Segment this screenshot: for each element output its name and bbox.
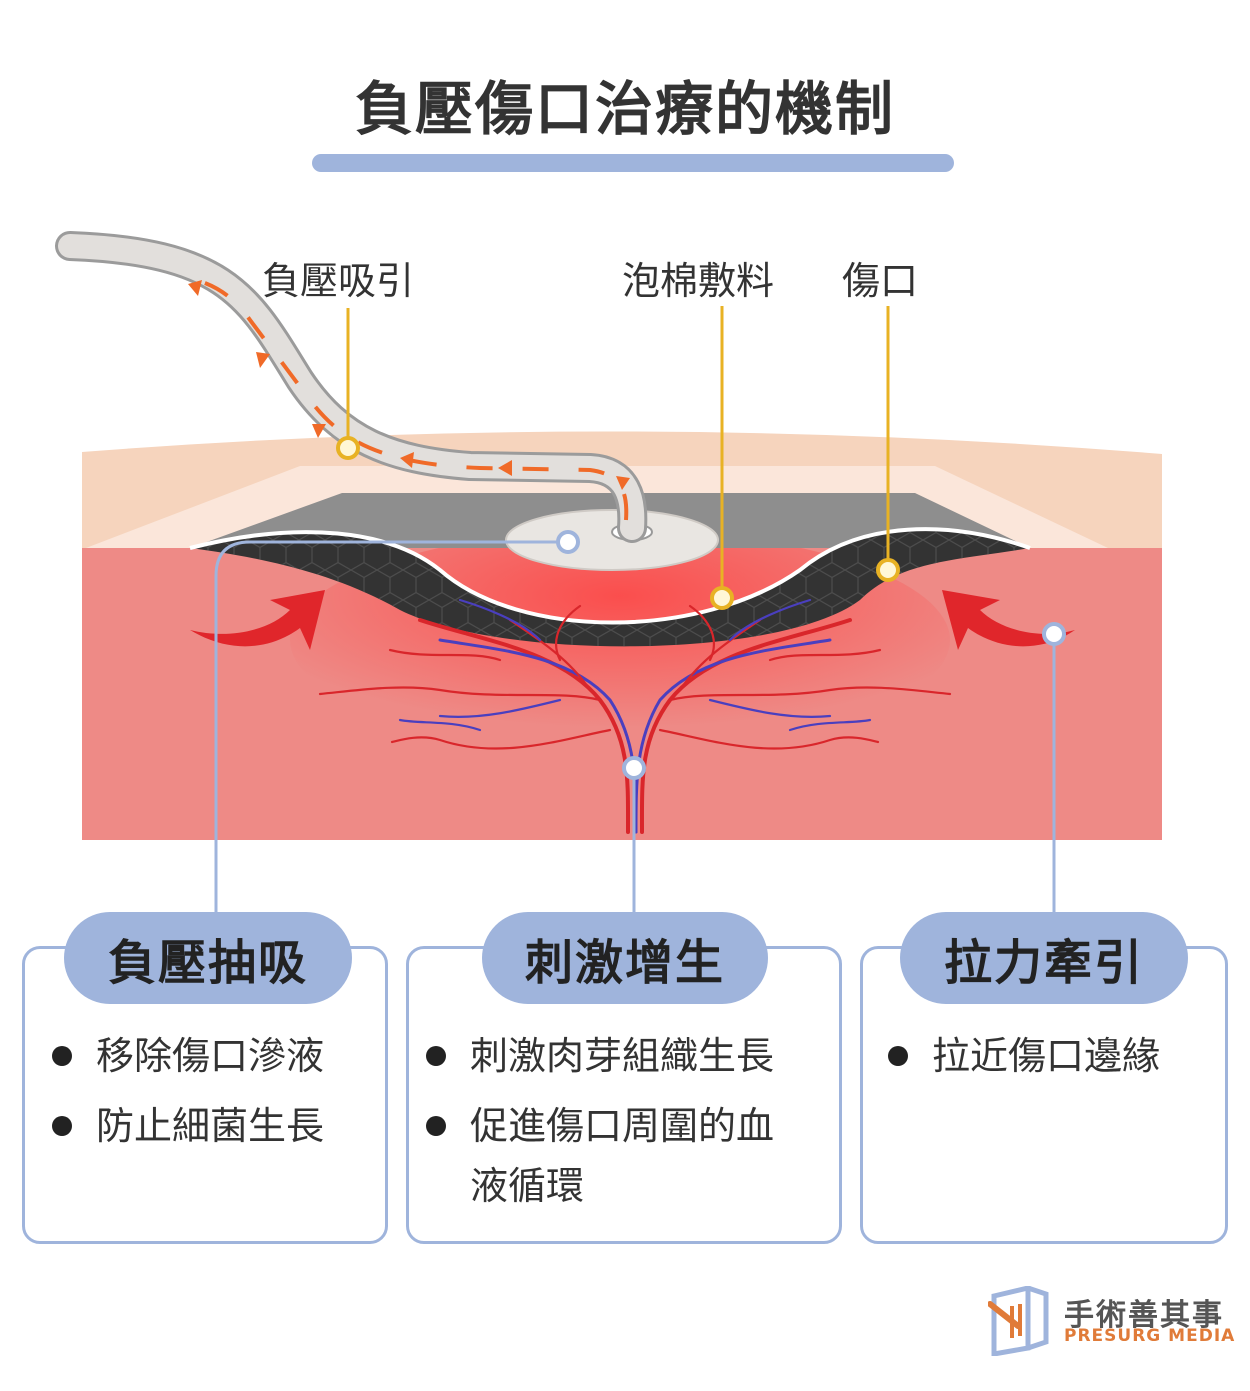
bullet-icon	[888, 1046, 908, 1066]
list-item: 防止細菌生長	[52, 1096, 324, 1156]
blood-vessels	[318, 598, 952, 834]
vein-trunk-2	[634, 638, 832, 834]
callout-marker-right	[1042, 622, 1066, 646]
label-wound: 傷口	[842, 259, 919, 303]
logo-name-cn: 手術善其事	[1064, 1298, 1224, 1333]
bullet-icon	[52, 1046, 72, 1066]
brand-logo: 手術善其事 PRESURG MEDIA	[987, 1284, 1234, 1357]
tube-arrow-4	[256, 352, 270, 368]
tube-arrow-1	[498, 460, 512, 476]
drape-edge	[189, 527, 1031, 625]
label-suction: 負壓吸引	[262, 259, 415, 303]
title-underline	[312, 154, 954, 172]
suction-port	[505, 509, 719, 571]
list-item: 刺激肉芽組織生長	[426, 1026, 774, 1086]
page-title: 負壓傷口治療的機制	[354, 75, 895, 143]
card-heading-suction: 負壓抽吸	[64, 912, 352, 1004]
callout-marker-middle	[622, 756, 646, 780]
artery-trunk-2	[639, 618, 852, 834]
artery-trunk	[418, 618, 631, 834]
tube-arrow-2	[400, 452, 414, 468]
traction-arrow-right	[942, 590, 1075, 650]
tube-arrow-6	[616, 476, 630, 490]
list-item: 促進傷口周圍的血 液循環	[426, 1096, 774, 1216]
foam-texture	[190, 529, 1030, 647]
marker-foam	[710, 586, 734, 610]
card-heading-traction: 拉力牽引	[900, 912, 1188, 1004]
bullet-icon	[52, 1116, 72, 1136]
traction-arrow-left	[190, 590, 325, 650]
marker-wound	[876, 558, 900, 582]
bullet-icon	[426, 1046, 446, 1066]
card-heading-stimulation: 刺激增生	[482, 912, 768, 1004]
tube-arrow-3	[312, 424, 326, 438]
logo-mark-icon	[987, 1284, 1049, 1357]
suction-tube	[58, 234, 645, 540]
marker-suction	[336, 436, 360, 460]
callout-marker-left	[556, 530, 580, 554]
tube-arrow-5	[188, 280, 202, 296]
label-foam: 泡棉敷料	[622, 259, 775, 303]
list-item: 移除傷口滲液	[52, 1026, 324, 1086]
logo-name-en: PRESURG MEDIA	[1064, 1326, 1236, 1346]
callout-line-left	[214, 540, 568, 914]
list-item: 拉近傷口邊緣	[888, 1026, 1160, 1086]
bullet-icon	[426, 1116, 446, 1136]
tube-flow-line	[179, 274, 629, 521]
